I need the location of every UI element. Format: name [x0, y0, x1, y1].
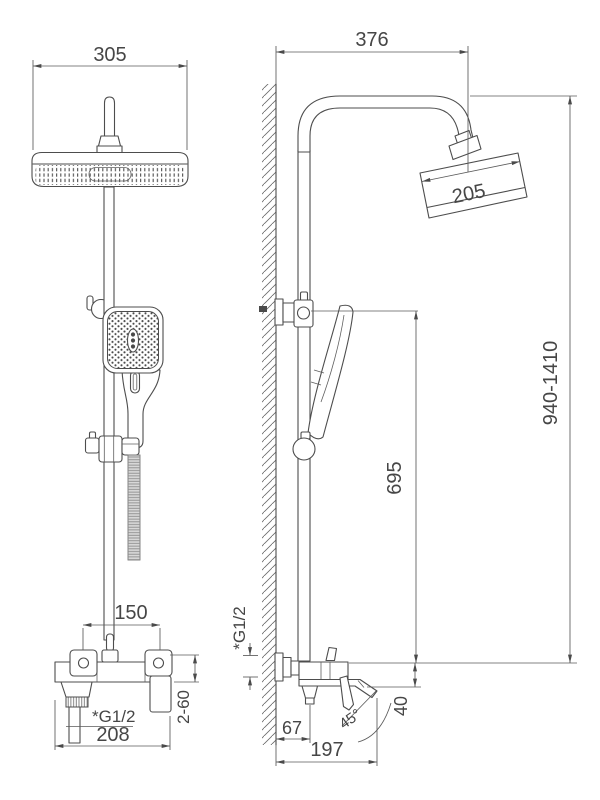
front-view: 305 150 *G1/2 208 2-60 — [31, 44, 199, 750]
dim-67-label: 67 — [282, 718, 302, 738]
diverter-knob — [101, 649, 119, 663]
diverter-knob-side — [325, 646, 338, 662]
outlet-cone-side — [301, 685, 319, 699]
mode-dot — [130, 332, 136, 337]
lever-handle-front — [149, 675, 172, 713]
dim-height-range-940-1410: 940-1410 — [349, 95, 577, 664]
hand-shower-side — [292, 304, 354, 461]
bracket-screw — [259, 306, 267, 312]
wall-bracket-side — [259, 291, 314, 328]
riser-pipe-front — [103, 186, 115, 641]
dim-40-label: 40 — [391, 696, 411, 716]
wall-section — [262, 83, 277, 746]
dim-376-label: 376 — [355, 29, 388, 51]
diverter-stem — [105, 633, 115, 652]
hand-shower-front — [102, 306, 164, 449]
mode-dot — [130, 344, 136, 349]
dim-940-1410-label: 940-1410 — [540, 341, 562, 426]
faucet-body-side — [298, 661, 349, 681]
dim-total-width-208: 208 — [54, 700, 171, 750]
riser-pipe-side — [297, 149, 311, 662]
dim-2-60-label: 2-60 — [174, 690, 193, 724]
thread-label-side: *G1/2 — [230, 606, 258, 690]
lever-handle-side — [339, 675, 355, 711]
dim-riser-height-695: 695 — [311, 310, 419, 663]
dim-adjust-range-2-60: 2-60 — [170, 654, 199, 724]
shower-arm-front — [96, 96, 123, 154]
dim-208-label: 208 — [96, 724, 129, 746]
rain-shower-head-side: 205 — [419, 152, 528, 219]
nozzle-face-pattern — [35, 165, 185, 185]
g12-side-label: *G1/2 — [230, 606, 249, 649]
dim-spout-reach-197: 197 — [275, 698, 378, 766]
dim-wall-offset-67: 67 — [276, 705, 311, 743]
dim-695-label: 695 — [384, 461, 406, 494]
rain-shower-head-front — [31, 151, 189, 188]
dim-spout-drop-40: 40 — [367, 663, 421, 716]
thread-label-front: *G1/2 — [66, 707, 135, 727]
wall-flange — [274, 652, 284, 682]
shower-hose-front — [127, 454, 141, 561]
dim-top-reach-376: 376 — [275, 29, 469, 172]
slider-bracket-front — [84, 431, 140, 463]
dim-305-label: 305 — [93, 44, 126, 66]
dim-hole-spacing-150: 150 — [82, 602, 161, 650]
angle-45-label: 45° — [336, 706, 364, 733]
outlet-tube-front — [68, 706, 81, 744]
mixer-faucet-side — [274, 646, 378, 711]
dim-150-label: 150 — [114, 602, 147, 624]
dim-head-width-305: 305 — [32, 44, 188, 150]
center-spray-zone — [88, 167, 132, 182]
side-view: 205 — [230, 29, 577, 766]
top-arm-tube-side — [297, 95, 482, 161]
slider-knob-side — [292, 437, 316, 461]
g12-front-label: *G1/2 — [92, 707, 135, 726]
dim-197-label: 197 — [310, 739, 343, 761]
spout-body-front — [60, 681, 93, 698]
mode-dot — [130, 338, 136, 343]
mixer-faucet-front — [54, 633, 173, 744]
aerator — [65, 696, 89, 708]
bath-spout-side — [298, 678, 378, 699]
